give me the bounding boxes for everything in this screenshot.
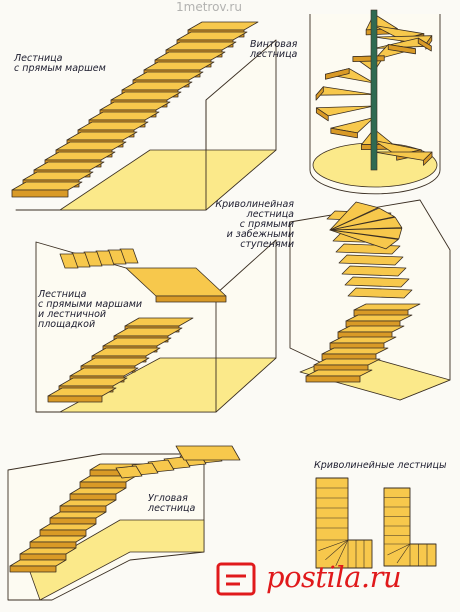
spiral-center-pole bbox=[370, 9, 378, 171]
label-straight-staircase: Лестница с прямым маршем bbox=[14, 53, 106, 74]
straight-step-7-tread bbox=[77, 121, 149, 131]
straight-floor bbox=[59, 149, 277, 211]
platform-landing-edge bbox=[155, 295, 227, 303]
corner-staircase-drawing bbox=[7, 445, 241, 601]
straight-step-1-riser bbox=[11, 189, 69, 198]
straight-step-14-tread bbox=[154, 51, 226, 61]
straight-step-11-tread bbox=[121, 81, 193, 91]
site-watermark: 1metrov.ru bbox=[176, 0, 242, 14]
curved-top-winder-2-tread bbox=[329, 207, 395, 231]
spiral-staircase-drawing bbox=[309, 9, 441, 195]
straight-step-6-tread bbox=[66, 131, 138, 141]
corner-lower-step-6-tread bbox=[59, 499, 117, 507]
corner-lower-step-3-riser bbox=[29, 541, 77, 549]
curved-top-winder-1-tread bbox=[329, 201, 379, 231]
straight-step-5-tread bbox=[55, 141, 127, 151]
curved-winder-step-3-tread bbox=[341, 265, 407, 277]
corner-lower-step-5-riser bbox=[49, 517, 97, 525]
label-curved-plans: Криволинейные лестницы bbox=[314, 460, 447, 471]
postila-logo-icon bbox=[216, 562, 256, 596]
straight-step-10-tread bbox=[110, 91, 182, 101]
curved-lower-step-1-riser bbox=[305, 375, 361, 383]
corner-lower-step-5-tread bbox=[49, 511, 107, 519]
straight-step-1-tread bbox=[11, 181, 83, 191]
straight-step-3-tread bbox=[33, 161, 105, 171]
curved-lower-step-7-tread bbox=[353, 303, 421, 311]
corner-lower-step-4-riser bbox=[39, 529, 87, 537]
curved-lower-step-1-tread bbox=[305, 369, 373, 377]
corner-lower-step-7-riser bbox=[69, 493, 117, 501]
corner-lower-step-7-tread bbox=[69, 487, 127, 495]
curved-lower-step-2-tread bbox=[313, 358, 381, 366]
label-spiral-staircase: Винтовая лестница bbox=[250, 39, 298, 60]
spiral-step-10-riser bbox=[417, 37, 432, 52]
curved-lower-step-3-tread bbox=[321, 347, 389, 355]
plan-l-winder-line-2 bbox=[318, 539, 349, 551]
postila-watermark: postila.ru bbox=[214, 556, 454, 604]
plan-l-winder-line-4 bbox=[335, 539, 349, 566]
platform-upper-step-1-tread bbox=[59, 253, 79, 269]
curved-winder-step-1-tread bbox=[347, 287, 413, 299]
curved-winder-step-4-tread bbox=[338, 254, 404, 266]
straight-step-4-tread bbox=[44, 151, 116, 161]
postila-wordmark: postila.ru bbox=[266, 560, 402, 594]
label-curved-winder-staircase: Криволинейная лестница с прямыми и забеж… bbox=[215, 199, 294, 250]
label-platform-staircase: Лестница с прямыми маршами и лестничной … bbox=[38, 289, 143, 330]
corner-lower-step-8-riser bbox=[79, 481, 127, 489]
curved-lower-step-6-tread bbox=[345, 314, 413, 322]
corner-lower-step-6-riser bbox=[59, 505, 107, 513]
platform-floor bbox=[59, 357, 277, 413]
spiral-step-5-riser bbox=[315, 107, 329, 122]
corner-lower-step-3-tread bbox=[29, 535, 87, 543]
corner-lower-step-2-riser bbox=[19, 553, 67, 561]
plan-l-outline bbox=[315, 477, 373, 569]
straight-step-2-tread bbox=[22, 171, 94, 181]
platform-lower-step-1-riser bbox=[47, 395, 103, 403]
spiral-step-8-riser bbox=[352, 55, 385, 62]
spiral-step-6-riser bbox=[315, 86, 324, 101]
plan-l-winder-line-3 bbox=[325, 539, 349, 561]
spiral-step-7-riser bbox=[325, 68, 350, 80]
straight-step-9-tread bbox=[99, 101, 171, 111]
plan-u-outline bbox=[383, 487, 437, 567]
straight-step-17-tread bbox=[187, 21, 259, 31]
curved-lower-step-4-tread bbox=[329, 336, 397, 344]
spiral-step-1-riser bbox=[423, 151, 433, 166]
label-corner-staircase: Угловая лестница bbox=[148, 493, 196, 514]
corner-lower-step-4-tread bbox=[39, 523, 97, 531]
corner-lower-step-1-tread bbox=[9, 559, 67, 567]
straight-step-16-tread bbox=[176, 31, 248, 41]
curved-staircase-plans bbox=[315, 477, 437, 569]
corner-top-landing bbox=[175, 445, 241, 461]
corner-upper-step-1-tread bbox=[115, 465, 143, 479]
platform-staircase-drawing bbox=[35, 239, 277, 413]
straight-step-15-tread bbox=[165, 41, 237, 51]
plan-u-winder-line-3 bbox=[396, 543, 411, 564]
corner-lower-step-2-tread bbox=[19, 547, 77, 555]
straight-step-8-tread bbox=[88, 111, 160, 121]
straight-step-12-tread bbox=[132, 71, 204, 81]
straight-staircase-drawing bbox=[11, 21, 277, 211]
corner-lower-step-1-riser bbox=[9, 565, 57, 573]
curved-winder-step-2-tread bbox=[344, 276, 410, 288]
plan-u-winder-line-2 bbox=[387, 543, 411, 556]
curved-lower-step-5-tread bbox=[337, 325, 405, 333]
curved-winder-staircase-drawing bbox=[289, 199, 451, 401]
straight-step-13-tread bbox=[143, 61, 215, 71]
spiral-step-9-riser bbox=[387, 44, 416, 55]
spiral-step-4-riser bbox=[330, 127, 358, 139]
